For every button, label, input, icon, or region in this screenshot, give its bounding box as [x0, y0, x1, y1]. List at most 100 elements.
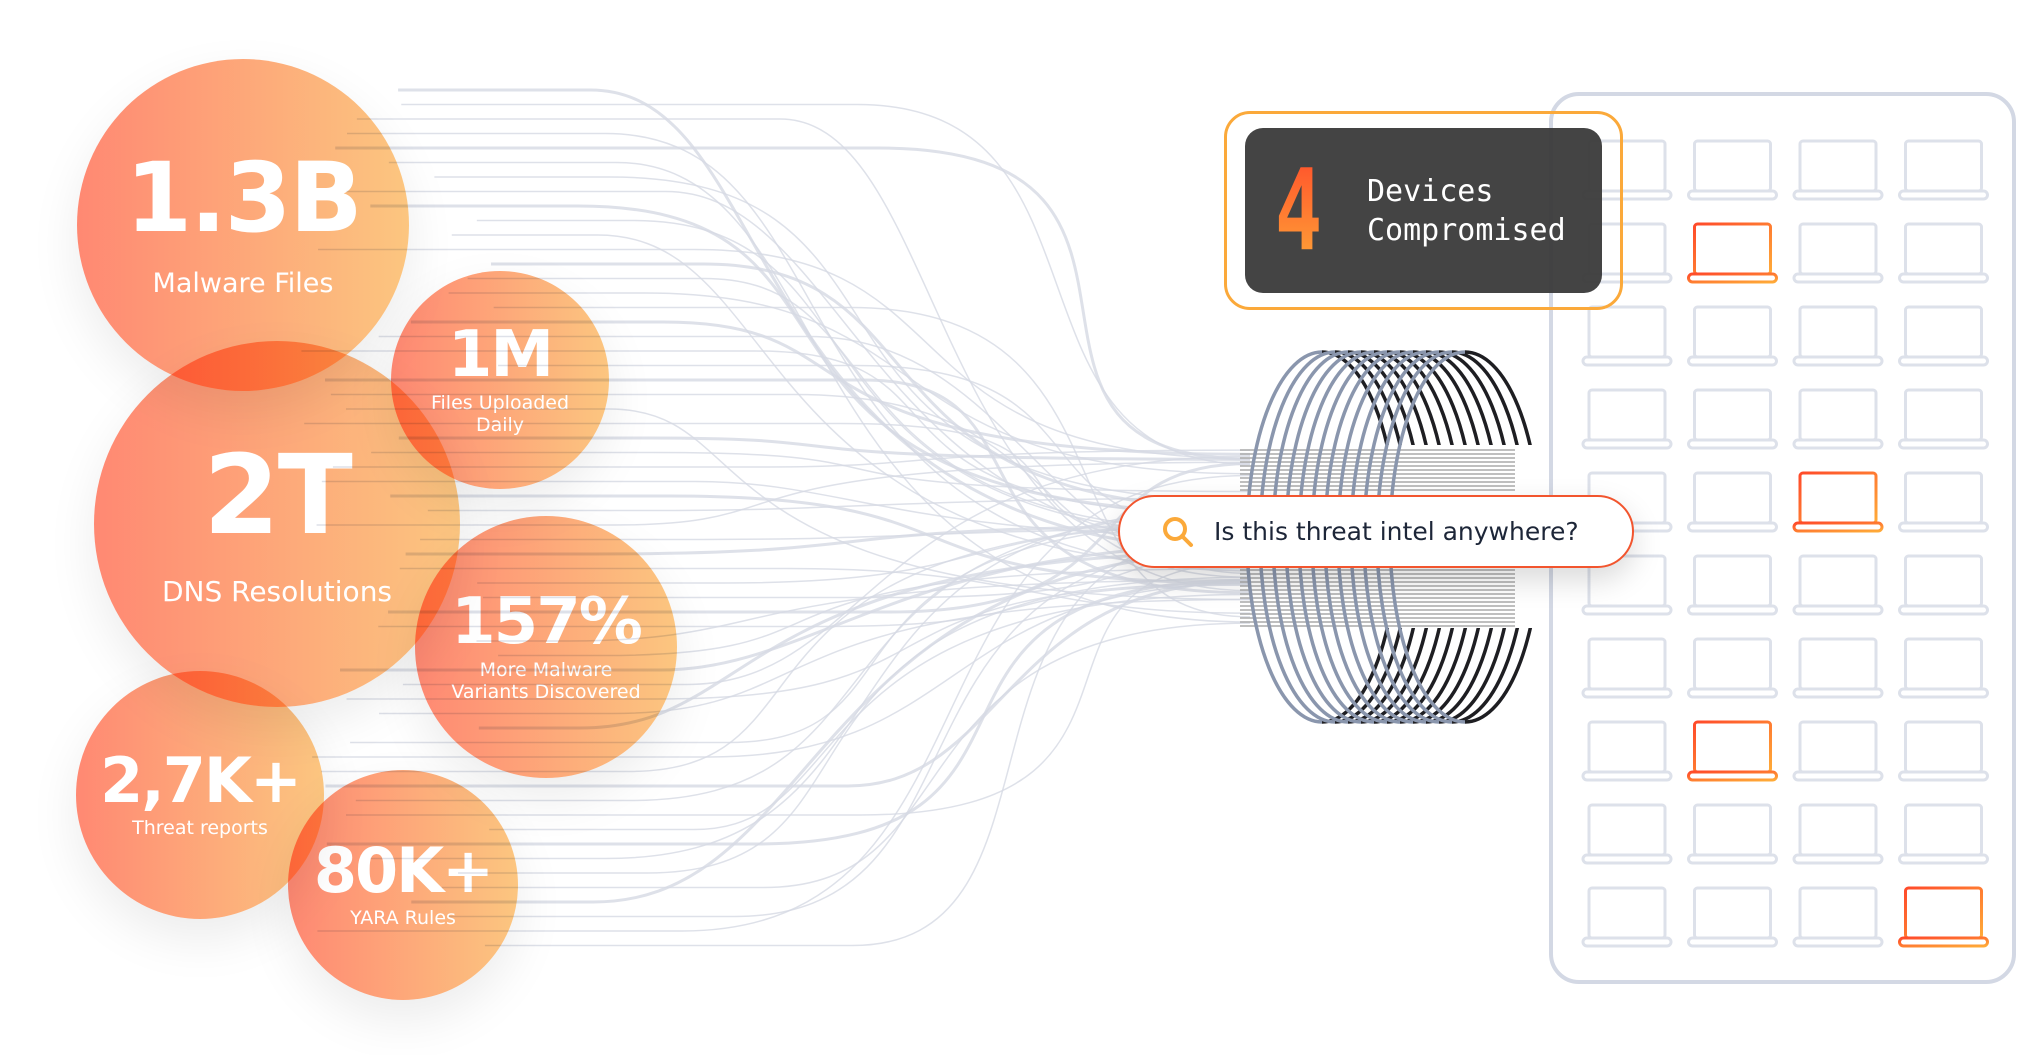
flow-line: [411, 550, 1251, 904]
laptop-icon: [1581, 305, 1673, 367]
laptop-base: [1687, 189, 1778, 201]
laptop-icon: [1898, 554, 1989, 616]
flow-lines: [301, 88, 1251, 947]
laptop-base: [1687, 355, 1778, 367]
laptop-base: [1687, 521, 1778, 533]
laptop-icon: [1792, 388, 1884, 450]
stat-malware-files: 1.3B Malware Files: [77, 59, 409, 391]
laptop-base: [1792, 770, 1884, 782]
laptop-base: [1898, 521, 1989, 533]
laptop-icon: [1581, 554, 1673, 616]
search-query-text: Is this threat intel anywhere?: [1214, 517, 1579, 546]
flow-line: [405, 524, 1251, 556]
stat-threat-reports: 2,7K+ Threat reports: [76, 671, 324, 919]
laptop-base: [1792, 355, 1884, 367]
laptop-icon: [1687, 803, 1778, 865]
laptop-base: [1792, 521, 1884, 533]
flow-line: [467, 277, 1251, 532]
stat-label: Files Uploaded Daily: [430, 392, 570, 436]
laptop-icon: [1581, 637, 1673, 699]
laptop-icon: [1898, 720, 1989, 782]
laptop-base: [1898, 936, 1989, 948]
laptop-icon: [1898, 388, 1989, 450]
device-grid: [1581, 139, 1989, 948]
flow-line: [340, 543, 1251, 672]
flow-line: [321, 480, 1251, 537]
stat-label: More Malware Variants Discovered: [451, 659, 641, 703]
laptop-icon: [1687, 637, 1778, 699]
laptop-base: [1687, 272, 1778, 284]
laptop-icon: [1687, 388, 1778, 450]
search-query-box[interactable]: Is this threat intel anywhere?: [1118, 495, 1634, 568]
flow-line: [427, 497, 1251, 512]
search-icon: [1163, 516, 1193, 547]
laptop-base: [1898, 355, 1989, 367]
laptop-icon: [1792, 305, 1884, 367]
stat-value: 1M: [447, 318, 554, 393]
laptop-base: [1581, 687, 1673, 699]
compromised-label-line1: Devices: [1367, 173, 1494, 209]
flow-line: [402, 455, 1251, 686]
laptop-base: [1898, 687, 1989, 699]
laptop-base: [1898, 438, 1989, 450]
flow-line: [489, 593, 1251, 831]
laptop-icon: [1898, 637, 1989, 699]
flow-line: [316, 461, 1251, 526]
flow-line: [312, 582, 1251, 758]
stat-value: 157%: [451, 585, 643, 660]
compromised-label-line2: Compromised: [1367, 212, 1566, 248]
flow-line: [398, 436, 1251, 461]
laptop-base: [1581, 604, 1673, 616]
laptop-icon: [1581, 720, 1673, 782]
flow-line: [410, 320, 1251, 456]
flow-line: [498, 567, 1251, 657]
laptop-icon: [1687, 886, 1778, 948]
laptop-icon: [1792, 803, 1884, 865]
laptop-base: [1687, 438, 1778, 450]
laptop-icon: [1792, 222, 1884, 284]
flow-line: [379, 598, 1251, 715]
flow-line: [371, 451, 1251, 493]
laptop-icon: [1898, 139, 1989, 201]
stat-label: Threat reports: [132, 817, 268, 840]
laptop-icon: [1687, 139, 1778, 201]
laptop-icon: [1792, 554, 1884, 616]
laptop-compromised-icon: [1792, 471, 1884, 533]
flow-line: [448, 292, 1251, 475]
laptop-icon: [1687, 471, 1778, 533]
laptop-base: [1898, 272, 1989, 284]
stat-value: 1.3B: [125, 142, 362, 255]
laptop-base: [1581, 355, 1673, 367]
laptop-base: [1792, 438, 1884, 450]
flow-line: [332, 449, 1251, 468]
stat-label: YARA Rules: [350, 907, 456, 930]
laptop-base: [1581, 438, 1673, 450]
flow-line: [448, 544, 1251, 918]
laptop-base: [1581, 936, 1673, 948]
laptop-base: [1687, 604, 1778, 616]
flow-line: [399, 567, 1251, 614]
laptop-icon: [1687, 305, 1778, 367]
laptop-base: [1792, 604, 1884, 616]
stat-label: DNS Resolutions: [161, 574, 393, 608]
stat-files-uploaded: 1M Files Uploaded Daily: [391, 271, 609, 489]
laptop-base: [1687, 770, 1778, 782]
laptop-icon: [1792, 886, 1884, 948]
laptop-icon: [1898, 305, 1989, 367]
alert-highlight: [1224, 111, 1623, 310]
flow-line: [318, 248, 1251, 460]
stat-value: 2T: [203, 430, 353, 559]
stat-value: 2,7K+: [100, 744, 302, 818]
laptop-base: [1898, 853, 1989, 865]
laptop-base: [1687, 687, 1778, 699]
laptop-base: [1792, 272, 1884, 284]
flow-line: [301, 350, 1251, 516]
laptop-base: [1898, 604, 1989, 616]
stat-label: Malware Files: [152, 268, 334, 300]
laptop-base: [1792, 853, 1884, 865]
laptop-icon: [1792, 139, 1884, 201]
flow-line: [346, 582, 1251, 700]
laptop-icon: [1581, 388, 1673, 450]
laptop-icon: [1898, 803, 1989, 865]
